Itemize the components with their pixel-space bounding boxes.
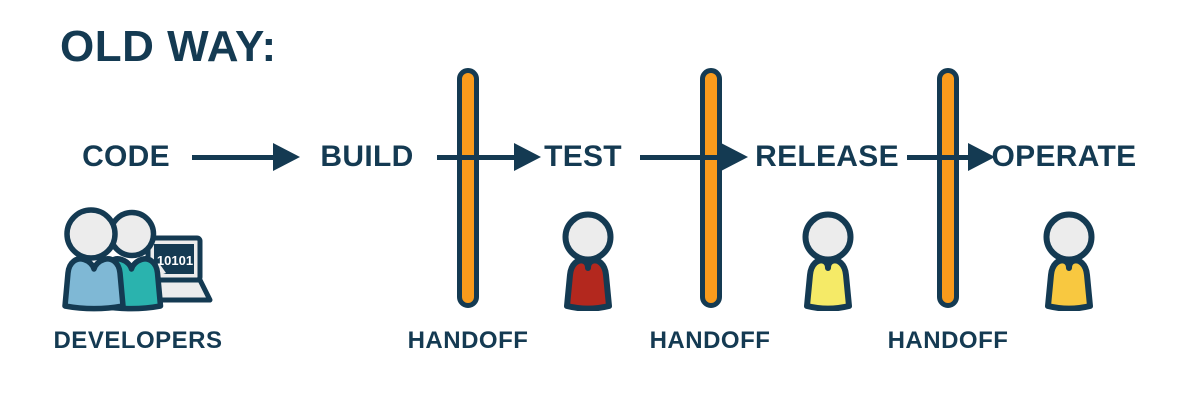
stage-operate: OPERATE — [991, 140, 1137, 173]
tester-person-icon — [562, 211, 614, 311]
stage-test: TEST — [544, 140, 622, 173]
release-person-icon — [802, 211, 854, 311]
flow-arrow-icon — [437, 143, 541, 171]
handoff-barrier-icon — [700, 68, 722, 308]
operator-person-icon — [1043, 211, 1095, 311]
handoff-barrier-icon — [457, 68, 479, 308]
flow-arrow-icon — [640, 143, 748, 171]
handoff-label: HANDOFF — [407, 327, 529, 354]
handoff-label: HANDOFF — [649, 327, 771, 354]
laptop-screen-text: 10101 — [157, 253, 193, 268]
diagram-title: OLD WAY: — [60, 22, 277, 71]
handoff-label: HANDOFF — [887, 327, 1009, 354]
flow-arrow-icon — [907, 143, 995, 171]
developers-label: DEVELOPERS — [53, 327, 223, 354]
developer-front-person-icon — [62, 207, 126, 312]
flow-arrow-icon — [192, 143, 300, 171]
handoff-barrier-icon — [937, 68, 959, 308]
stage-release: RELEASE — [755, 140, 899, 173]
stage-build: BUILD — [320, 140, 414, 173]
developers-icon: 10101 — [62, 207, 213, 312]
stage-code: CODE — [82, 140, 170, 173]
